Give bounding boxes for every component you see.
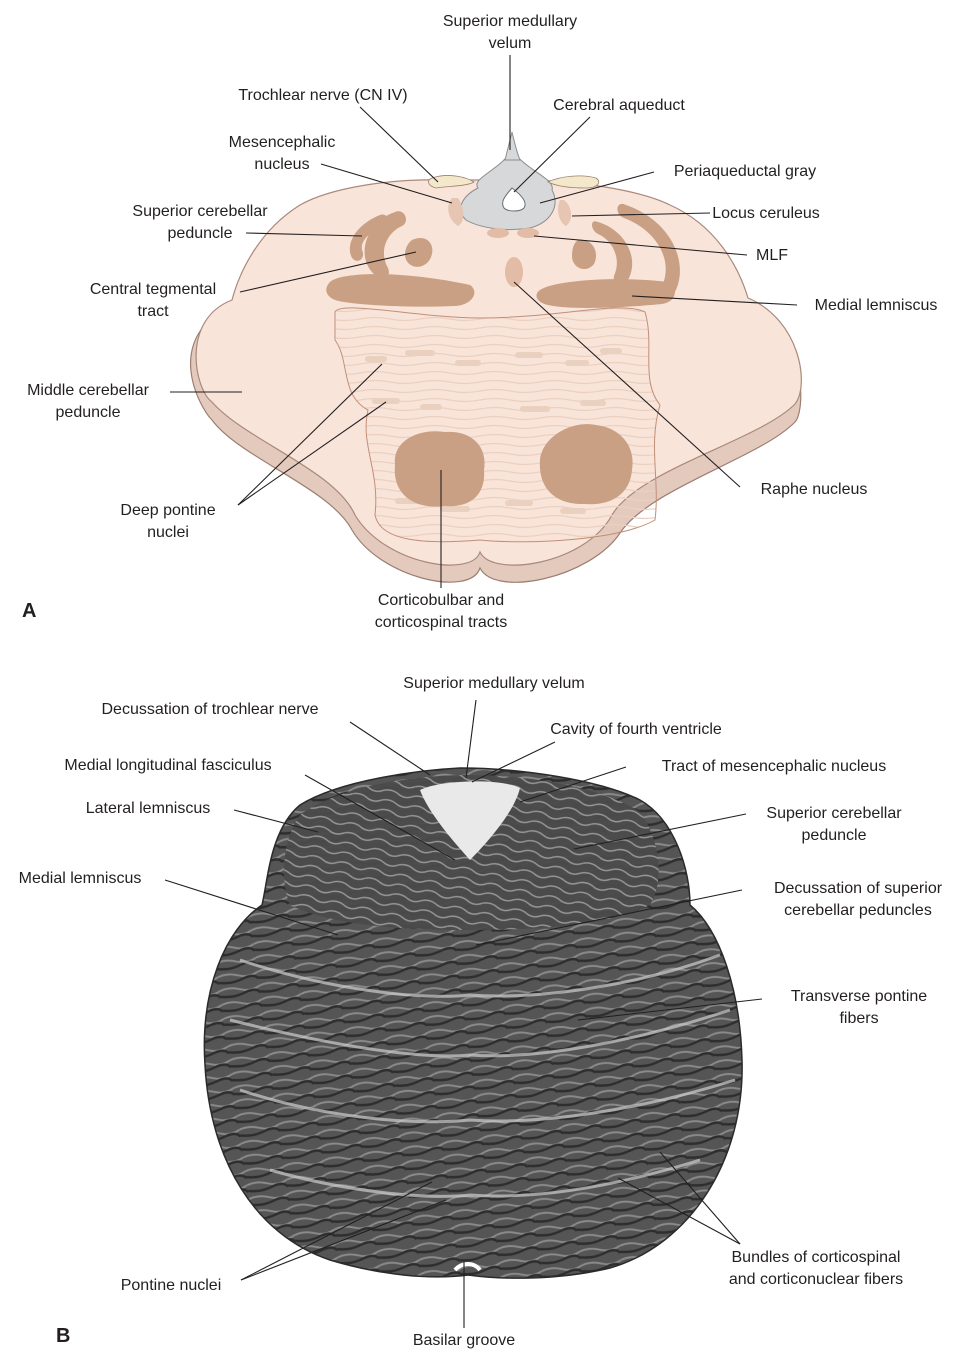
label-superior-cerebellar-peduncle-b1: Superior cerebellar (766, 805, 902, 822)
label-superior-cerebellar-peduncle-a1: Superior cerebellar (132, 203, 268, 220)
label-pontine-nuclei: Pontine nuclei (121, 1277, 222, 1294)
label-medial-lemniscus-a: Medial lemniscus (815, 297, 938, 314)
label-central-tegmental-tract-1: Central tegmental (90, 281, 216, 298)
label-mesencephalic-nucleus-1: Mesencephalic (229, 134, 336, 151)
label-raphe-nucleus: Raphe nucleus (761, 481, 868, 498)
label-superior-medullary-velum-b: Superior medullary velum (403, 675, 584, 692)
label-deep-pontine-nuclei-1: Deep pontine (120, 502, 215, 519)
label-decussation-trochlear: Decussation of trochlear nerve (102, 701, 319, 718)
label-periaqueductal-gray: Periaqueductal gray (674, 163, 816, 180)
label-mlf: MLF (756, 247, 788, 264)
label-mesencephalic-nucleus-2: nucleus (254, 156, 309, 173)
label-corticobulbar-corticospinal-1: Corticobulbar and (378, 592, 504, 609)
panel-letter-b: B (56, 1325, 70, 1347)
corticospinal-tract-right (540, 424, 633, 504)
label-locus-ceruleus: Locus ceruleus (712, 205, 820, 222)
label-corticobulbar-corticospinal-2: corticospinal tracts (375, 614, 508, 631)
label-bundles-corticospinal-2: and corticonuclear fibers (729, 1271, 903, 1288)
label-deep-pontine-nuclei-2: nuclei (147, 524, 189, 541)
corticospinal-tract-left (395, 431, 485, 506)
label-medial-longitudinal-fasciculus: Medial longitudinal fasciculus (64, 757, 271, 774)
panel-letter-a: A (22, 600, 36, 622)
label-middle-cerebellar-peduncle-1: Middle cerebellar (27, 382, 150, 399)
label-transverse-pontine-fibers-1: Transverse pontine (791, 988, 927, 1005)
label-medial-lemniscus-b: Medial lemniscus (19, 870, 142, 887)
basilar-pons-region (335, 308, 660, 542)
label-superior-medullary-velum-a2: velum (489, 35, 532, 52)
label-superior-cerebellar-peduncle-a2: peduncle (168, 225, 233, 242)
label-superior-medullary-velum-a1: Superior medullary (443, 13, 577, 30)
label-cavity-fourth-ventricle: Cavity of fourth ventricle (550, 721, 722, 738)
label-superior-cerebellar-peduncle-b2: peduncle (802, 827, 867, 844)
label-basilar-groove: Basilar groove (413, 1332, 515, 1349)
label-tract-mesencephalic-nucleus: Tract of mesencephalic nucleus (662, 758, 886, 775)
label-central-tegmental-tract-2: tract (137, 303, 169, 320)
label-lateral-lemniscus: Lateral lemniscus (86, 800, 211, 817)
label-cerebral-aqueduct: Cerebral aqueduct (553, 97, 685, 114)
label-decussation-scp-2: cerebellar peduncles (784, 902, 932, 919)
mlf-left (487, 228, 509, 238)
label-middle-cerebellar-peduncle-2: peduncle (56, 404, 121, 421)
label-transverse-pontine-fibers-2: fibers (839, 1010, 878, 1027)
label-trochlear-nerve: Trochlear nerve (CN IV) (238, 87, 407, 104)
label-bundles-corticospinal-1: Bundles of corticospinal (732, 1249, 901, 1266)
panel-a-drawing (191, 132, 802, 582)
label-decussation-scp-1: Decussation of superior (774, 880, 943, 897)
superior-medullary-velum-shape (505, 132, 520, 160)
